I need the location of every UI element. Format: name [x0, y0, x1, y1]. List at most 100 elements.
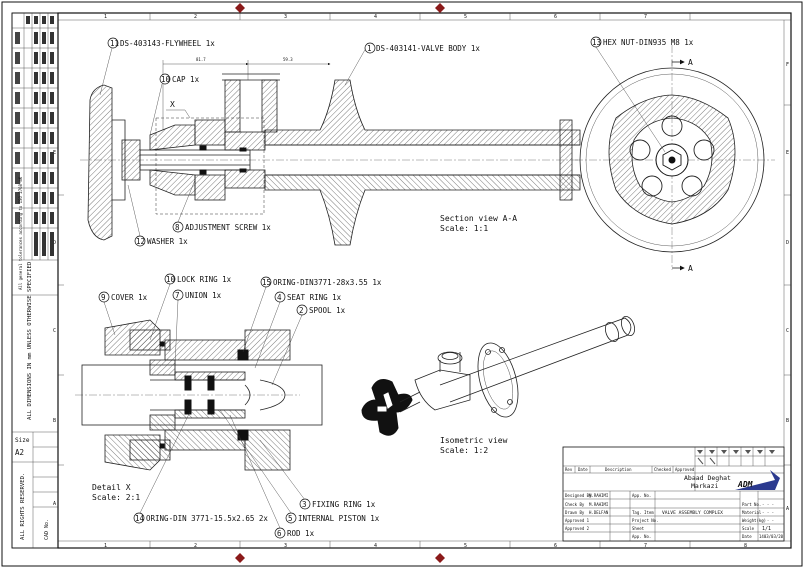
isometric-view-title: Isometric view	[440, 436, 508, 445]
ruler-label: 6	[554, 543, 557, 549]
date-value: 1403/03/20	[759, 534, 784, 539]
callout-label: SEAT RING 1x	[287, 293, 342, 302]
ruler-label: 3	[284, 543, 287, 549]
callout-bubble	[159, 73, 171, 85]
ruler-label: D	[53, 240, 56, 246]
company-logo: ADM	[735, 470, 780, 490]
title-block: Rev Date Description Checked Approved Ab…	[562, 446, 785, 542]
callout-bubble	[164, 273, 176, 285]
dimension-value: 59.3	[283, 57, 293, 62]
bottom-ruler: 1 2 3 4 5 6 7 8	[104, 543, 747, 549]
callout-number: 5	[288, 514, 293, 523]
tag-item-label: Tag. Item	[632, 510, 654, 515]
callout-label: ADJUSTMENT SCREW 1x	[185, 223, 271, 232]
weight-label: Weight(kg)	[742, 518, 766, 523]
ruler-label: B	[786, 418, 789, 424]
section-view-scale: Scale: 1:1	[440, 224, 488, 233]
callout-number: 10	[166, 275, 176, 284]
rights-note: ALL RIGHTS RESERVED.	[20, 473, 26, 540]
left-strip: All general tolerances according to ISO …	[11, 12, 59, 549]
callout-number: 2	[299, 306, 304, 315]
callout-number: 14	[135, 514, 145, 523]
checked-by-value: M.RAHIMI	[589, 502, 609, 507]
ruler-label: E	[53, 150, 56, 156]
project-no-label: Project No.	[632, 518, 659, 523]
isometric-view: Isometric view Scale: 1:2	[361, 315, 635, 455]
callout-number: 6	[277, 529, 282, 538]
ruler-label: E	[786, 150, 789, 156]
callout-number: 10	[161, 75, 171, 84]
callout-label: DS-403143-FLYWHEEL 1x	[120, 39, 215, 48]
ruler-label: 4	[374, 14, 377, 20]
date-label: Date	[742, 534, 752, 539]
date-header: Date	[578, 467, 588, 472]
callout-number: 4	[277, 293, 282, 302]
ruler-label: 8	[744, 543, 747, 549]
ruler-label: 7	[644, 14, 647, 20]
sheet-label: Sheet	[632, 526, 645, 531]
callout-bubble	[98, 291, 110, 303]
callout-bubble	[172, 289, 184, 301]
callout-bubble	[134, 235, 146, 247]
checked-header: Checked	[654, 467, 671, 472]
callout-number: 13	[592, 38, 601, 47]
designed-by-value: M.RAHIMI	[589, 493, 609, 498]
approved2-label: Approved 2	[565, 526, 590, 531]
callout-label: WASHER 1x	[147, 237, 188, 246]
company-name-line2: Markazi	[691, 482, 718, 490]
centering-marks	[235, 3, 445, 563]
callout-label: INTERNAL PISTON 1x	[298, 514, 380, 523]
ruler-label: 1	[104, 543, 107, 549]
detail-view-scale: Scale: 2:1	[92, 493, 140, 502]
company-name: Abaad Deghat	[684, 474, 731, 482]
general-tolerance-note: All general tolerances according to ISO …	[18, 176, 23, 290]
drawn-by-value: H.DELFAN	[589, 510, 609, 515]
callout-bubble	[260, 276, 272, 288]
dimensions-note: ALL DIMENSIONS IN mm UNLESS OTHERWISE SP…	[27, 261, 33, 420]
ruler-label: A	[786, 506, 789, 512]
sheet-value: 1/1	[762, 526, 771, 532]
callout-label: UNION 1x	[185, 291, 222, 300]
dimension-value: 81.7	[196, 57, 206, 62]
ruler-label: C	[53, 328, 56, 334]
callout-bubble	[133, 512, 145, 524]
weight-value: - - -	[762, 518, 774, 523]
callout-bubble	[274, 527, 286, 539]
ruler-label: B	[53, 418, 56, 424]
ruler-label: 5	[464, 543, 467, 549]
rev-header: Rev	[565, 467, 573, 472]
part-no-value: - - -	[762, 502, 774, 507]
ruler-label: 5	[464, 14, 467, 20]
section-view-title: Section view A-A	[440, 214, 517, 223]
callout-label: COVER 1x	[111, 293, 148, 302]
right-ruler: F E D C B A	[786, 62, 789, 512]
material-label: Material	[742, 510, 762, 515]
callout-label: ROD 1x	[287, 529, 315, 538]
detail-marker: X	[170, 100, 175, 109]
callout-label: ORING-DIN3771-28x3.55 1x	[273, 278, 382, 287]
callout-number: 8	[175, 223, 180, 232]
callout-bubble	[274, 291, 286, 303]
size-value: A2	[15, 448, 24, 457]
ruler-label: D	[786, 240, 789, 246]
cad-label: CAD No.	[44, 519, 50, 540]
callout-number: 9	[101, 293, 106, 302]
callout-bubble	[296, 304, 308, 316]
callout-number: 11	[110, 39, 119, 48]
approved1-label: Approved 1	[565, 518, 590, 523]
callout-bubble	[590, 36, 602, 48]
callout-bubble	[299, 498, 311, 510]
callout-label: HEX NUT-DIN935 M8 1x	[603, 38, 694, 47]
checked-by-label: Check By	[565, 502, 585, 507]
detail-view-title: Detail X	[92, 483, 131, 492]
callout-bubble	[107, 37, 119, 49]
description-header: Description	[605, 467, 632, 472]
approved-header: Approved	[675, 467, 695, 472]
section-marker: A	[688, 264, 693, 273]
callout-label: DS-403141-VALVE BODY 1x	[376, 44, 480, 53]
left-ruler: E D C B A	[53, 150, 56, 507]
callout-number: 12	[136, 237, 145, 246]
drawn-by-label: Drawn By	[565, 510, 585, 515]
ruler-label: A	[53, 501, 56, 507]
scale-label: Scale	[742, 526, 755, 531]
